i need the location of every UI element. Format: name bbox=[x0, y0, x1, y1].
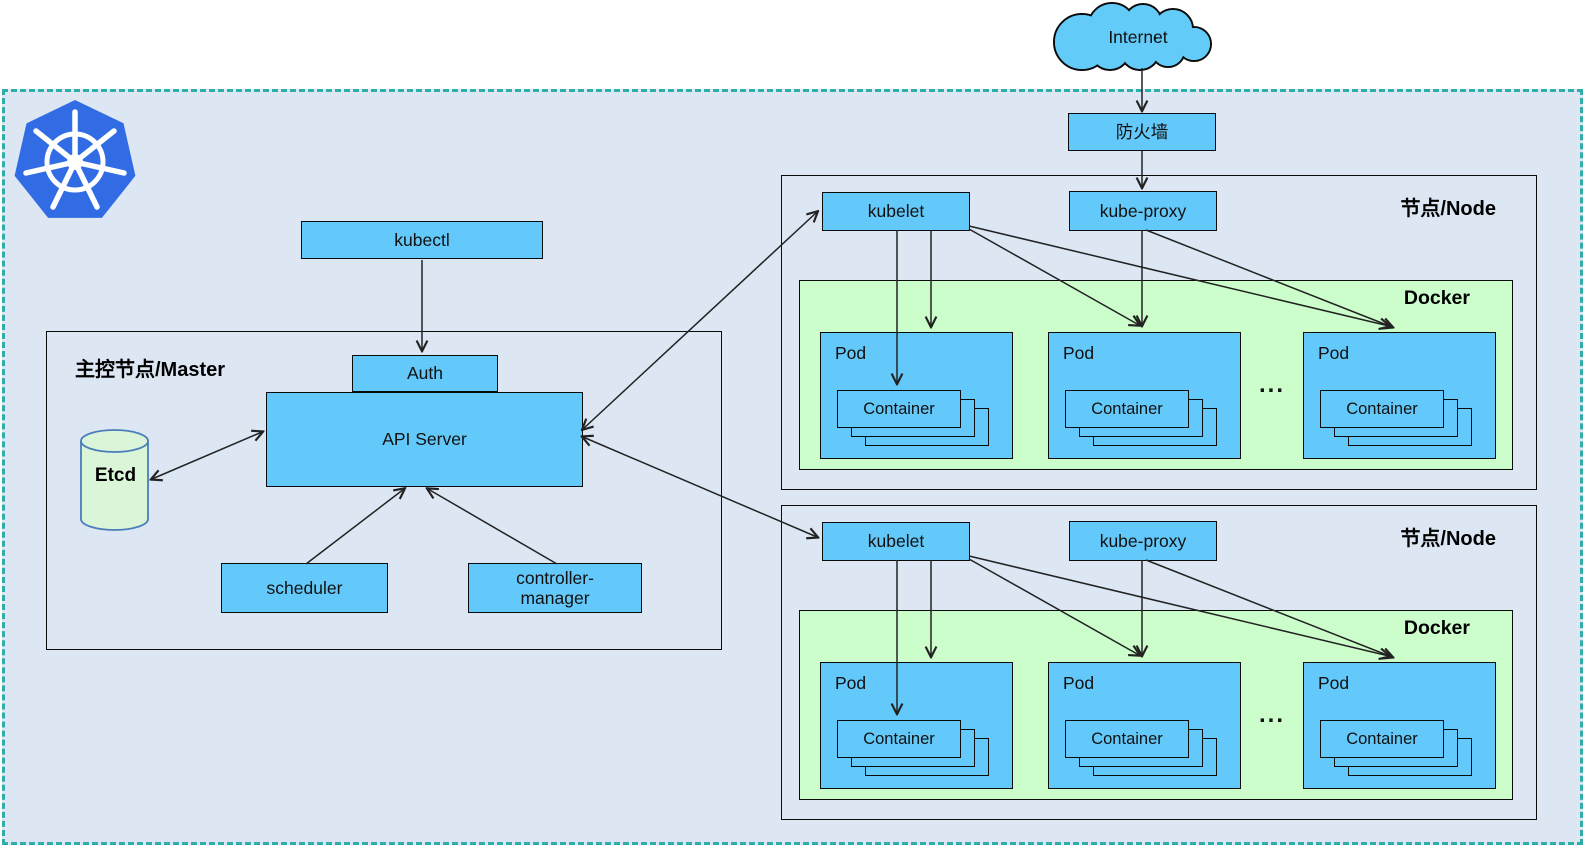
node-box-1: 节点/Node kubelet kube-proxy Docker Pod Co… bbox=[781, 175, 1537, 490]
controller-manager-line1: controller- bbox=[516, 567, 594, 588]
firewall-box: 防火墙 bbox=[1068, 113, 1216, 151]
pod-box: Pod Container bbox=[1303, 662, 1496, 789]
pod-label: Pod bbox=[835, 673, 867, 693]
node2-kube-proxy-box: kube-proxy bbox=[1069, 521, 1217, 561]
controller-manager-line2: manager bbox=[520, 588, 590, 608]
node1-kube-proxy-box: kube-proxy bbox=[1069, 191, 1217, 231]
pod-label: Pod bbox=[1318, 343, 1350, 363]
pod-label: Pod bbox=[1063, 343, 1095, 363]
pods-ellipsis: ... bbox=[1258, 701, 1285, 728]
pod-box: Pod Container bbox=[820, 662, 1013, 789]
container-box: Container bbox=[837, 720, 961, 758]
kubernetes-logo-icon bbox=[14, 100, 136, 218]
node2-docker-section: Docker Pod Container Pod Container ... P… bbox=[799, 610, 1513, 800]
controller-manager-box: controller- manager bbox=[468, 563, 642, 613]
pod-label: Pod bbox=[1318, 673, 1350, 693]
container-box: Container bbox=[1065, 720, 1189, 758]
internet-label: Internet bbox=[1108, 27, 1168, 47]
auth-box: Auth bbox=[352, 355, 498, 392]
internet-cloud-icon bbox=[1053, 2, 1212, 71]
api-server-box: API Server bbox=[266, 392, 583, 487]
master-box: 主控节点/Master Auth API Server scheduler co… bbox=[46, 331, 722, 650]
node2-title: 节点/Node bbox=[1400, 528, 1496, 550]
node1-title: 节点/Node bbox=[1400, 198, 1496, 220]
node1-docker-label: Docker bbox=[1403, 287, 1470, 309]
container-box: Container bbox=[1065, 390, 1189, 428]
node-box-2: 节点/Node kubelet kube-proxy Docker Pod Co… bbox=[781, 505, 1537, 820]
pods-ellipsis: ... bbox=[1258, 371, 1285, 398]
container-box: Container bbox=[837, 390, 961, 428]
pod-label: Pod bbox=[1063, 673, 1095, 693]
pod-box: Pod Container bbox=[820, 332, 1013, 459]
pod-box: Pod Container bbox=[1303, 332, 1496, 459]
node1-docker-section: Docker Pod Container Pod Container ... P… bbox=[799, 280, 1513, 470]
container-box: Container bbox=[1320, 390, 1444, 428]
node2-docker-label: Docker bbox=[1403, 617, 1470, 639]
etcd-cylinder-icon bbox=[80, 429, 149, 531]
node1-kubelet-box: kubelet bbox=[822, 192, 970, 231]
master-title: 主控节点/Master bbox=[75, 359, 226, 381]
etcd-label: Etcd bbox=[94, 465, 137, 486]
container-box: Container bbox=[1320, 720, 1444, 758]
pod-box: Pod Container bbox=[1048, 662, 1241, 789]
kubectl-box: kubectl bbox=[301, 221, 543, 259]
pod-box: Pod Container bbox=[1048, 332, 1241, 459]
pod-label: Pod bbox=[835, 343, 867, 363]
scheduler-box: scheduler bbox=[221, 563, 388, 613]
node2-kubelet-box: kubelet bbox=[822, 522, 970, 561]
